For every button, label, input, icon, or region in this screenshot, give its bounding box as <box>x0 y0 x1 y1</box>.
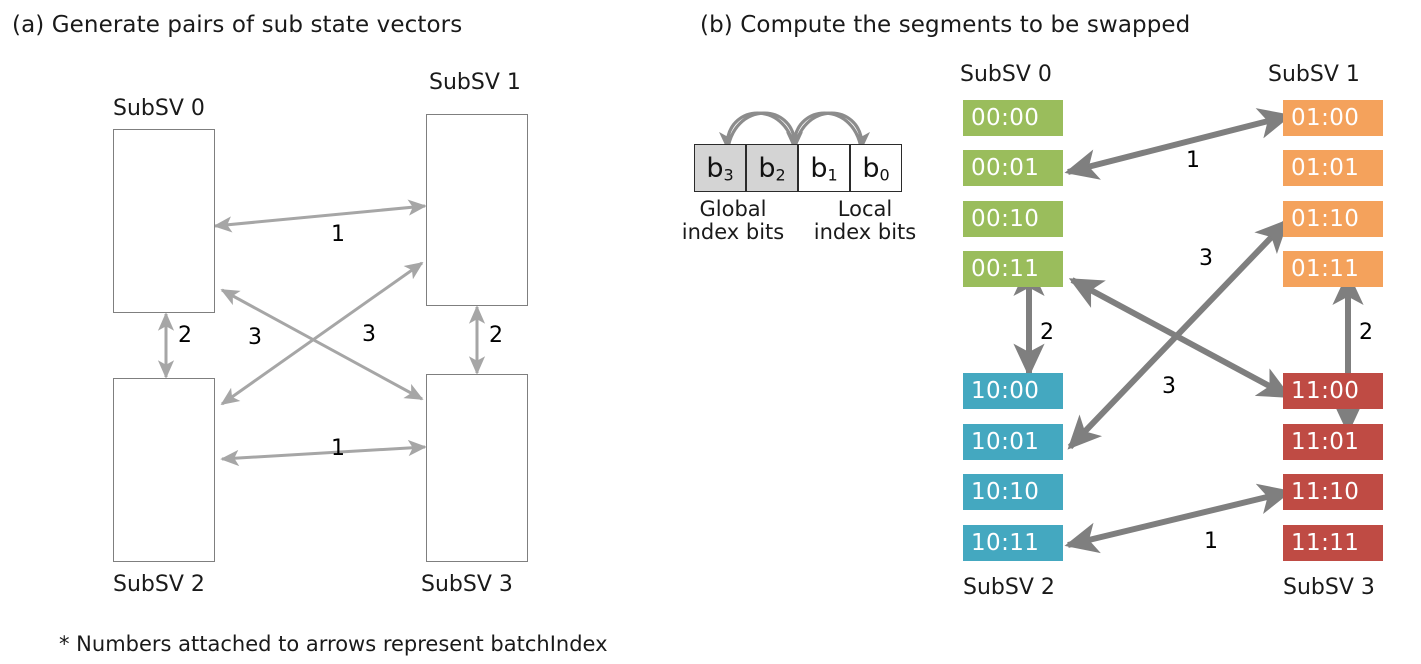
arrow-b-batch3-upper <box>1067 218 1289 450</box>
bit-cell-b2[interactable]: b2 <box>746 144 798 192</box>
panel-b-label-subsv2: SubSV 2 <box>963 575 1055 600</box>
segment-01-10[interactable]: 01:10 <box>1283 201 1383 237</box>
segment-10-10[interactable]: 10:10 <box>963 474 1063 510</box>
panel-b-batch-label-top: 1 <box>1186 148 1200 173</box>
segment-11-00[interactable]: 11:00 <box>1283 373 1383 409</box>
bit-cell-b0-index: 0 <box>879 165 890 185</box>
panel-b-label-subsv1: SubSV 1 <box>1268 62 1360 87</box>
panel-a-box-subsv1[interactable] <box>426 114 528 306</box>
segment-11-10[interactable]: 11:10 <box>1283 474 1383 510</box>
panel-a-batch-label-bottom: 1 <box>331 436 345 461</box>
segment-00-00[interactable]: 00:00 <box>963 100 1063 136</box>
segment-00-11[interactable]: 00:11 <box>963 251 1063 287</box>
segment-10-11[interactable]: 10:11 <box>963 525 1063 561</box>
bit-cell-b0-text: b0 <box>862 152 890 185</box>
panel-a-batch-label-diag-right: 3 <box>362 322 376 347</box>
bit-cell-b2-index: 2 <box>775 165 786 185</box>
bitfield-caption-global-line1: Global <box>699 197 767 221</box>
panel-b-batch-label-left: 2 <box>1040 320 1054 345</box>
panel-a-label-subsv0: SubSV 0 <box>113 96 205 121</box>
panel-a-title: (a) Generate pairs of sub state vectors <box>12 12 463 38</box>
panel-b-label-subsv3: SubSV 3 <box>1283 575 1375 600</box>
panel-b-batch-label-diag-upper: 3 <box>1199 246 1213 271</box>
panel-a-label-subsv2: SubSV 2 <box>113 572 205 597</box>
panel-a-box-subsv0[interactable] <box>113 129 215 313</box>
panel-b-batch-label-bottom: 1 <box>1204 529 1218 554</box>
arrow-b-batch1-bottom <box>1064 483 1293 554</box>
bitfield-caption-local: Local index bits <box>800 198 930 243</box>
segment-01-11[interactable]: 01:11 <box>1283 251 1383 287</box>
panel-a-box-subsv3[interactable] <box>426 374 528 562</box>
segment-11-11[interactable]: 11:11 <box>1283 525 1383 561</box>
bit-cell-b1-text: b1 <box>810 152 838 185</box>
segment-00-10[interactable]: 00:10 <box>963 201 1063 237</box>
arrow-b-batch3-lower <box>1068 277 1292 399</box>
panel-a-label-subsv3: SubSV 3 <box>421 572 513 597</box>
bitfield-caption-global-line2: index bits <box>681 219 785 244</box>
panel-a-batch-label-top: 1 <box>331 222 345 247</box>
bit-cell-b2-text: b2 <box>758 152 786 185</box>
panel-a-box-subsv2[interactable] <box>113 378 215 562</box>
bit-cell-b3[interactable]: b3 <box>694 144 746 192</box>
bitfield-caption-local-line2: index bits <box>813 219 917 244</box>
segment-11-01[interactable]: 11:01 <box>1283 424 1383 460</box>
segment-01-00[interactable]: 01:00 <box>1283 100 1383 136</box>
panel-a-label-subsv1: SubSV 1 <box>429 70 521 95</box>
arrow-a-2-3 <box>220 439 427 467</box>
bit-cell-b3-text: b3 <box>706 152 734 185</box>
panel-b-batch-label-right: 2 <box>1359 320 1373 345</box>
bit-cell-b1[interactable]: b1 <box>798 144 850 192</box>
segment-10-00[interactable]: 10:00 <box>963 373 1063 409</box>
bitfield-caption-global: Global index bits <box>668 198 798 243</box>
bit-cell-b1-index: 1 <box>827 165 838 185</box>
arrow-b-batch1-top <box>1064 108 1293 180</box>
panel-b-batch-label-diag-lower: 3 <box>1162 374 1176 399</box>
panel-a-batch-label-left: 2 <box>178 323 192 348</box>
panel-b-title: (b) Compute the segments to be swapped <box>700 12 1191 38</box>
panel-a-batch-label-diag-left: 3 <box>248 325 262 350</box>
panel-b-label-subsv0: SubSV 0 <box>960 62 1052 87</box>
segment-00-01[interactable]: 00:01 <box>963 150 1063 186</box>
panel-a-batch-label-right: 2 <box>489 323 503 348</box>
bit-cell-b0[interactable]: b0 <box>850 144 902 192</box>
bitfield-caption-local-line1: Local <box>837 197 893 221</box>
footnote: * Numbers attached to arrows represent b… <box>59 632 608 656</box>
segment-01-01[interactable]: 01:01 <box>1283 150 1383 186</box>
segment-10-01[interactable]: 10:01 <box>963 424 1063 460</box>
bit-cell-b3-index: 3 <box>723 165 734 185</box>
arrow-a-0-1 <box>213 199 427 233</box>
